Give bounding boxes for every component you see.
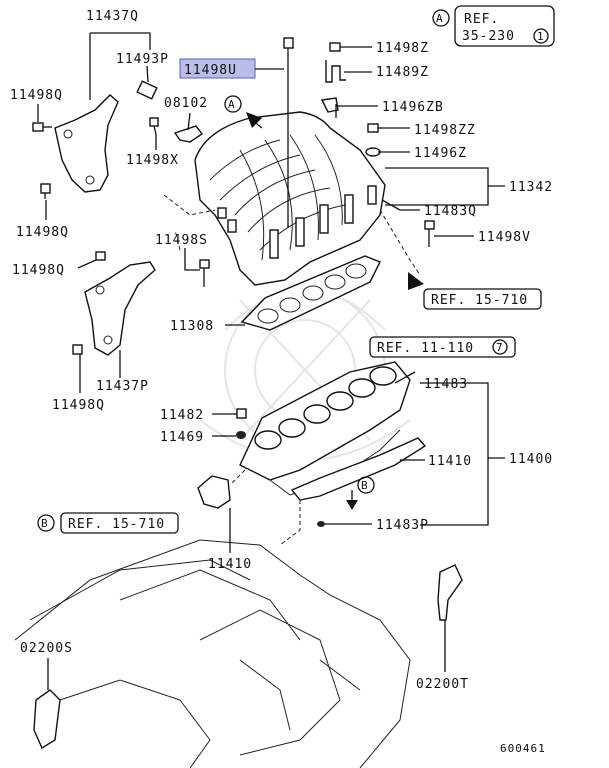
ref-35-230-line1: REF. [464,12,499,27]
label-11483p: 11483P [376,518,429,533]
label-11482: 11482 [160,408,204,423]
arrow-a-mid [246,112,263,129]
ref-box-11-110: REF. 11-110 7 [369,336,516,358]
marker-a-top: A [432,9,450,27]
label-11498s: 11498S [155,233,208,248]
label-11498q-mid: 11498Q [16,225,69,240]
bracket-02200t [437,564,463,621]
bolt-11498q-mid [40,183,51,199]
arrow-b-mid [346,490,358,510]
ref-15-710-left-text: REF. 15-710 [68,517,165,532]
label-11498u: 11498U [184,63,237,78]
ref-box-35-230: REF. 35-230 1 [454,5,555,47]
label-11400: 11400 [509,452,553,467]
bolt-11498q-bot [72,344,83,355]
label-11496z: 11496Z [414,146,467,161]
ref-35-230-line2: 35-230 [462,29,515,44]
gasket-11410-left [197,475,231,509]
marker-b-mid-text: B [361,479,369,492]
bracket-11437q [54,94,119,193]
part-11469 [236,431,246,439]
part-11483p [317,521,325,527]
part-11483 [394,371,416,384]
label-11498v: 11498V [478,230,531,245]
marker-a-mid-text: A [228,98,236,111]
arrow-to-ref-15710-right [408,272,424,290]
label-11489z: 11489Z [376,65,429,80]
label-11498q-bot: 11498Q [52,398,105,413]
marker-a-top-text: A [436,12,444,25]
part-11482 [236,408,247,419]
label-11342: 11342 [509,180,553,195]
bracket-11496zb [320,97,339,113]
diagram-id: 600461 [500,742,546,755]
bracket-11437p [84,261,156,356]
part-11496z [365,147,381,157]
bolt-11498v [424,220,435,247]
ref-15-710-right-text: REF. 15-710 [431,293,528,308]
marker-b-mid: B [357,476,375,494]
marker-b-left: B [37,514,55,532]
marker-b-left-text: B [41,517,49,530]
bolt-11498x [149,117,159,135]
label-08102: 08102 [164,96,208,111]
gasket-11308 [240,255,381,331]
label-11483: 11483 [424,377,468,392]
label-11493p: 11493P [116,52,169,67]
ref-11-110-text: REF. 11-110 [377,341,474,356]
ref-box-15-710-right: REF. 15-710 [423,288,542,310]
marker-a-mid: A [224,95,242,113]
bracket-02200s [33,689,61,750]
part-labels: 11437Q 11493P 11498U 11498Z 11489Z 11498… [10,9,553,755]
label-11496zb: 11496ZB [382,100,444,115]
bolt-11498q-top [32,122,52,132]
label-11483q: 11483Q [424,204,477,219]
label-11437p: 11437P [96,379,149,394]
label-11410-right: 11410 [428,454,472,469]
ref-35-230-num: 1 [537,30,545,43]
label-11498x: 11498X [126,153,179,168]
bolt-11498s [199,259,210,287]
label-11498z: 11498Z [376,41,429,56]
bolt-11498z [329,42,341,52]
label-11498q-lowl: 11498Q [12,263,65,278]
label-11410-left: 11410 [208,557,252,572]
part-11493p [136,80,158,100]
leader-lines [37,32,505,690]
engine-block [14,539,411,768]
ref-11-110-num: 7 [496,341,504,354]
label-02200t: 02200T [416,677,469,692]
label-11308: 11308 [170,319,214,334]
gasket-11410-right [290,437,427,501]
label-02200s: 02200S [20,641,73,656]
label-11469: 11469 [160,430,204,445]
label-11437q: 11437Q [86,9,139,24]
label-11498zz: 11498ZZ [414,123,476,138]
ref-box-15-710-left: REF. 15-710 [60,512,179,534]
bolt-11498q-lowl [95,251,106,261]
part-11489z [325,60,346,83]
long-bolt-11498u [283,37,294,228]
bolt-11498zz [367,123,379,133]
upper-intake-manifold [194,111,386,286]
label-11498q-top: 11498Q [10,88,63,103]
bracket-08102 [173,125,204,143]
lower-intake-manifold [239,361,411,496]
